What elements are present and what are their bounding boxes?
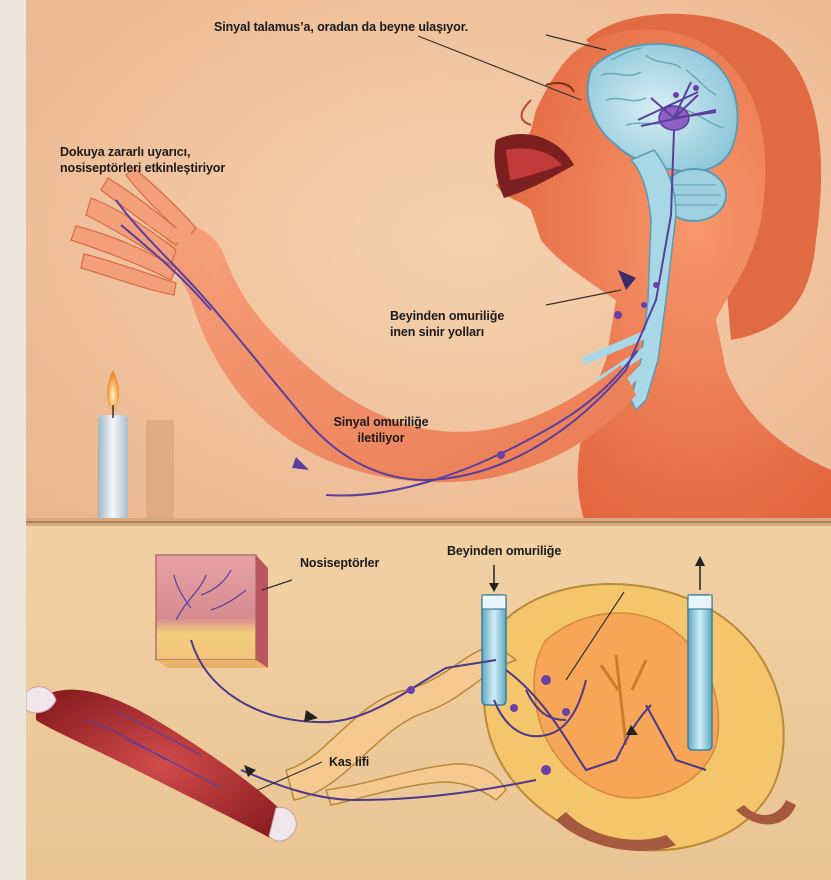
label-muscle-fiber: Kas lifi [329, 754, 369, 770]
label-nociceptors: Nosiseptörler [300, 555, 379, 571]
label-stimulus-line1: Dokuya zararlı uyarıcı, [60, 144, 225, 160]
label-spinal-line2: iletiliyor [316, 430, 446, 446]
label-descending-pathways: Beyinden omuriliğe inen sinir yolları [390, 308, 504, 340]
label-descending-line1: Beyinden omuriliğe [390, 308, 504, 324]
label-stimulus: Dokuya zararlı uyarıcı, nosiseptörleri e… [60, 144, 225, 176]
label-stimulus-line2: nosiseptörleri etkinleştiriyor [60, 160, 225, 176]
label-spinal-transmission: Sinyal omuriliğe iletiliyor [316, 414, 446, 446]
label-brain-to-cord: Beyinden omuriliğe [447, 543, 561, 559]
label-thalamus: Sinyal talamus’a, oradan da beyne ulaşıy… [214, 19, 468, 35]
label-descending-line2: inen sinir yolları [390, 324, 504, 340]
label-spinal-line1: Sinyal omuriliğe [316, 414, 446, 430]
pain-pathway-figure: Sinyal talamus’a, oradan da beyne ulaşıy… [26, 0, 831, 880]
